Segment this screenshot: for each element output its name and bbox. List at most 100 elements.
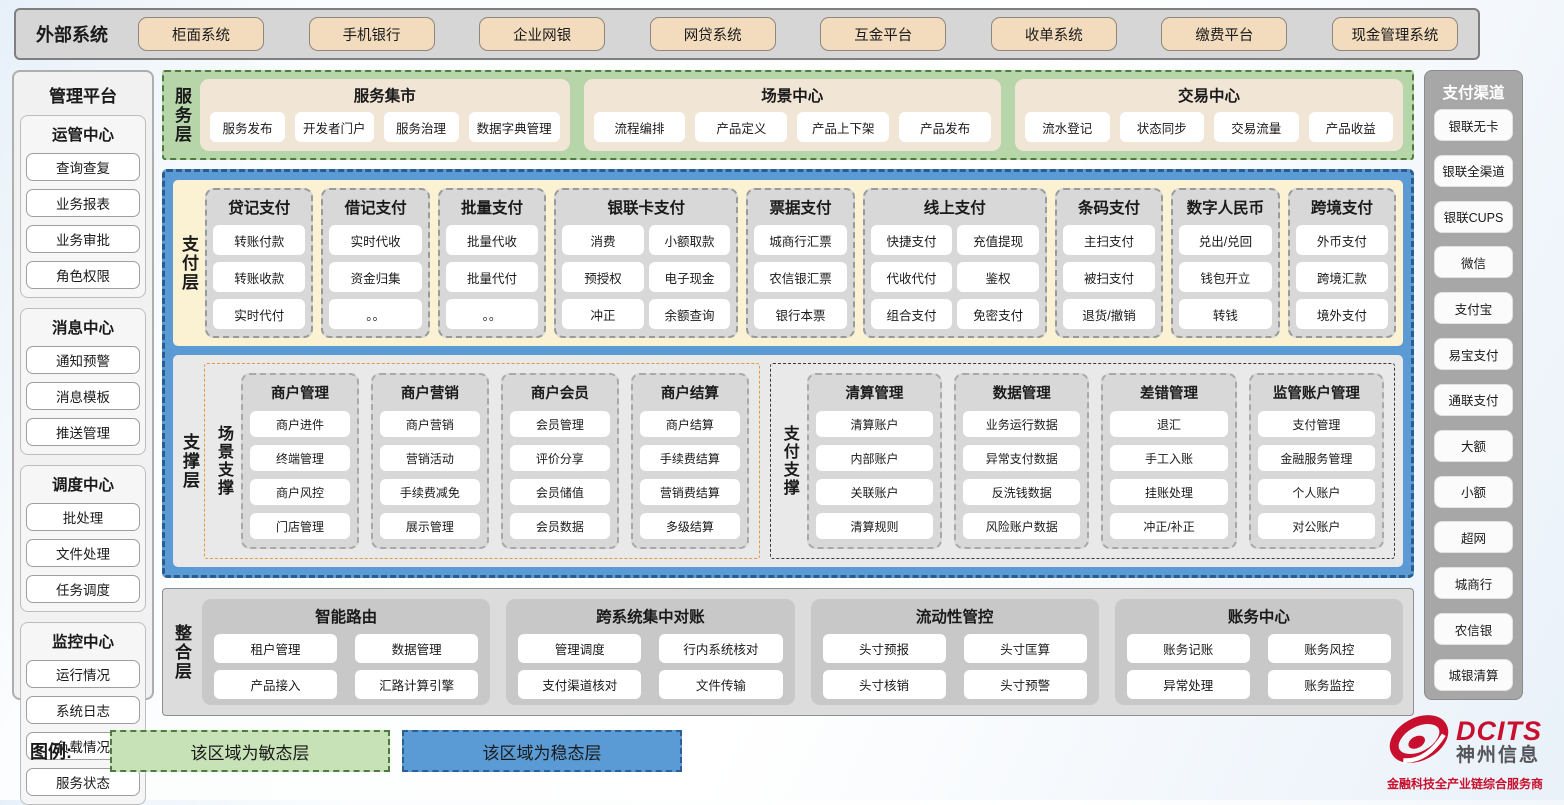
payment-column: 跨境支付外币支付跨境汇款境外支付	[1287, 188, 1397, 338]
service-layer-label: 服务层	[172, 86, 191, 144]
payment-item-box: 实时代收	[329, 225, 422, 255]
support-item-box: 个人账户	[1257, 479, 1375, 505]
support-column: 商户结算商户结算手续费结算营销费结算多级结算	[630, 373, 749, 549]
payment-item-box: 主扫支付	[1062, 225, 1156, 255]
support-item-box: 反洗钱数据	[963, 479, 1081, 505]
external-system-box: 网贷系统	[649, 17, 776, 51]
payment-stack: 批量代收批量代付。。	[445, 225, 539, 329]
integration-section: 智能路由租户管理数据管理产品接入汇路计算引擎	[202, 599, 491, 705]
management-item-box: 批处理	[26, 503, 140, 531]
support-item-box: 对公账户	[1257, 513, 1375, 539]
external-system-box: 柜面系统	[138, 17, 264, 51]
payment-stack: 转账付款转账收款实时代付	[213, 225, 306, 329]
payment-item-box: 银行本票	[754, 299, 847, 329]
payment-channel-box: 银联CUPS	[1434, 200, 1513, 233]
payment-item-box: 转钱	[1179, 299, 1272, 329]
payment-column: 银联卡支付消费小额取款预授权电子现金冲正余额查询	[554, 188, 739, 338]
support-item-box: 手工入账	[1110, 445, 1228, 471]
support-group-label: 场景支撑	[215, 425, 232, 497]
integration-row: 支付渠道核对文件传输	[518, 670, 783, 699]
support-column: 商户管理商户进件终端管理商户风控门店管理	[241, 373, 359, 549]
payment-item-box: 电子现金	[648, 262, 731, 292]
payment-item-box: 。。	[445, 299, 539, 329]
payment-item-box: 批量代付	[445, 262, 539, 292]
service-group-items: 流水登记状态同步交易流量产品收益	[1025, 111, 1394, 143]
external-systems-bar: 外部系统 柜面系统手机银行企业网银网贷系统互金平台收单系统缴费平台现金管理系统	[14, 8, 1480, 60]
integration-item-box: 行内系统核对	[659, 634, 783, 663]
payment-layer-panel: 支付层 贷记支付转账付款转账收款实时代付借记支付实时代收资金归集。。批量支付批量…	[173, 180, 1403, 346]
logo-tagline-text: 金融科技全产业链综合服务商	[1386, 777, 1543, 791]
service-layer-groups: 服务集市服务发布开发者门户服务治理数据字典管理场景中心流程编排产品定义产品上下架…	[200, 79, 1403, 151]
payment-channel-box: 城商行	[1434, 567, 1513, 600]
support-item-box: 支付管理	[1257, 411, 1375, 437]
integration-section: 流动性管控头寸预报头寸匡算头寸核销头寸预警	[810, 599, 1099, 705]
service-group-title: 场景中心	[761, 88, 824, 105]
payment-item-box: 境外支付	[1295, 299, 1389, 329]
management-item-box: 系统日志	[26, 696, 140, 724]
payment-row: 代收代付鉴权	[870, 262, 1039, 292]
payment-channel-box: 银联全渠道	[1434, 154, 1513, 187]
legend-agile-layer-box: 该区域为敏态层	[110, 730, 390, 772]
payment-item-box: 免密支付	[957, 299, 1039, 329]
integration-section: 跨系统集中对账管理调度行内系统核对支付渠道核对文件传输	[506, 599, 795, 705]
legend: 图例: 该区域为敏态层 该区域为稳态层	[30, 729, 682, 773]
payment-item-box: 冲正	[562, 299, 644, 329]
support-group-columns: 商户管理商户进件终端管理商户风控门店管理商户营销商户营销营销活动手续费减免展示管…	[241, 373, 749, 549]
support-column-title: 商户营销	[400, 386, 459, 402]
management-section: 运管中心查询查复业务报表业务审批角色权限	[20, 115, 146, 298]
payment-item-box: 转账付款	[213, 225, 306, 255]
support-column: 监管账户管理支付管理金融服务管理个人账户对公账户	[1248, 373, 1384, 549]
external-system-box: 互金平台	[820, 17, 947, 51]
integration-section-title: 智能路由	[315, 609, 378, 626]
payment-item-box: 消费	[562, 225, 644, 255]
logo-brand-text: DCITS	[1456, 716, 1542, 747]
integration-row: 账务记账账务风控	[1126, 634, 1391, 663]
support-column: 商户会员会员管理评价分享会员储值会员数据	[500, 373, 619, 549]
payment-channel-box: 大额	[1434, 429, 1513, 462]
support-layer-groups: 场景支撑商户管理商户进件终端管理商户风控门店管理商户营销商户营销营销活动手续费减…	[204, 363, 1395, 559]
service-group-title: 服务集市	[353, 88, 416, 105]
payment-stack: 主扫支付被扫支付退货/撤销	[1062, 225, 1156, 329]
support-item-box: 风险账户数据	[963, 513, 1081, 539]
payment-layer-columns: 贷记支付转账付款转账收款实时代付借记支付实时代收资金归集。。批量支付批量代收批量…	[205, 188, 1397, 338]
payment-stack: 实时代收资金归集。。	[329, 225, 422, 329]
integration-row: 产品接入汇路计算引擎	[214, 670, 479, 699]
management-item-box: 查询查复	[26, 153, 140, 181]
support-item-box: 冲正/补正	[1110, 513, 1228, 539]
service-layer-panel: 服务层 服务集市服务发布开发者门户服务治理数据字典管理场景中心流程编排产品定义产…	[162, 70, 1414, 160]
payment-item-box: 余额查询	[648, 299, 731, 329]
payment-row: 消费小额取款	[562, 225, 731, 255]
payment-column: 批量支付批量代收批量代付。。	[437, 188, 547, 338]
integration-row: 异常处理账务监控	[1126, 670, 1391, 699]
service-group: 交易中心流水登记状态同步交易流量产品收益	[1015, 79, 1403, 151]
service-item-box: 产品上下架	[797, 112, 890, 142]
support-item-box: 退汇	[1110, 411, 1228, 437]
support-item-box: 展示管理	[379, 513, 480, 539]
integration-item-box: 头寸预警	[963, 670, 1087, 699]
payment-row: 预授权电子现金	[562, 262, 731, 292]
payment-item-box: 组合支付	[870, 299, 953, 329]
payment-column: 票据支付城商行汇票农信银汇票银行本票	[746, 188, 855, 338]
integration-row: 头寸预报头寸匡算	[822, 634, 1087, 663]
support-item-box: 手续费结算	[639, 445, 740, 471]
service-group-title: 交易中心	[1178, 88, 1241, 105]
dcits-swirl-icon	[1388, 711, 1450, 772]
support-group-pay: 支付支撑清算管理清算账户内部账户关联账户清算规则数据管理业务运行数据异常支付数据…	[769, 363, 1395, 559]
support-item-box: 清算账户	[815, 411, 934, 437]
payment-channel-box: 城银清算	[1434, 658, 1513, 691]
management-item-box: 任务调度	[26, 575, 140, 603]
support-column-title: 商户会员	[530, 386, 589, 402]
logo-company-text: 神州信息	[1456, 744, 1541, 766]
management-item-box: 角色权限	[26, 261, 140, 289]
support-column: 商户营销商户营销营销活动手续费减免展示管理	[370, 373, 489, 549]
service-item-box: 交易流量	[1214, 112, 1299, 142]
service-item-box: 流程编排	[593, 112, 686, 142]
service-group: 场景中心流程编排产品定义产品上下架产品发布	[583, 79, 1002, 151]
payment-item-box: 农信银汇票	[754, 262, 847, 292]
stable-layer-wrap: 支付层 贷记支付转账付款转账收款实时代付借记支付实时代收资金归集。。批量支付批量…	[162, 169, 1414, 578]
integration-item-box: 头寸核销	[822, 670, 946, 699]
service-item-box: 开发者门户	[295, 112, 374, 142]
service-item-box: 产品发布	[899, 112, 992, 142]
service-item-box: 产品定义	[695, 112, 788, 142]
